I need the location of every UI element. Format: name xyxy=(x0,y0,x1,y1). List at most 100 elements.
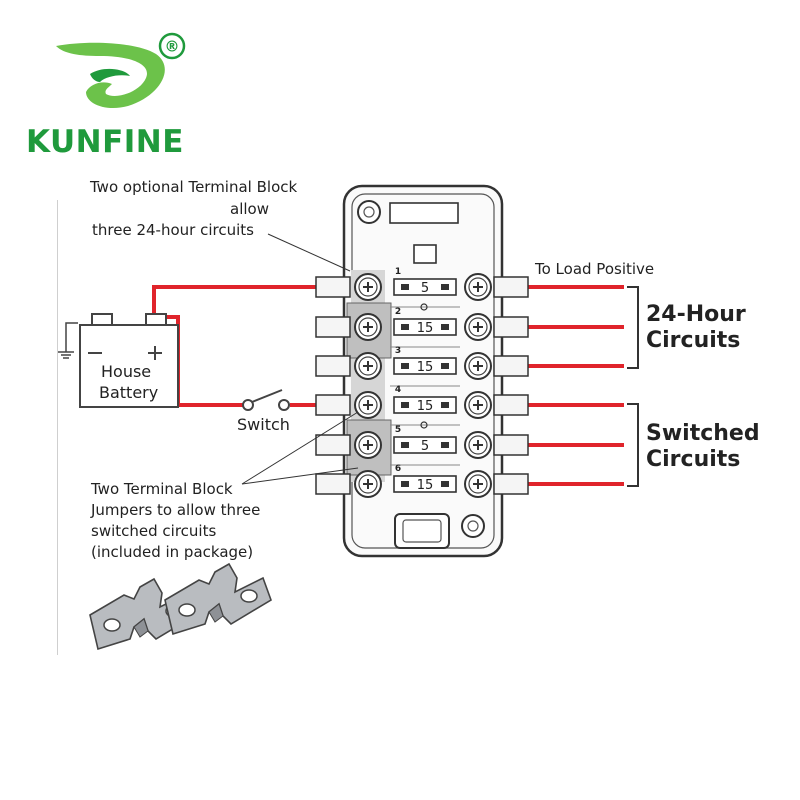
bracket-24h xyxy=(627,286,639,369)
switch-contact-right xyxy=(278,399,290,411)
battery-label-2: Battery xyxy=(99,383,159,402)
circuit-number: 3 xyxy=(395,346,401,356)
group-24h-label-1: 24-Hour xyxy=(646,302,746,327)
fuse-blade-right xyxy=(441,481,449,487)
label-window xyxy=(389,202,459,224)
jumper-clip-2-hole-1 xyxy=(178,603,196,617)
output-screw-ring xyxy=(468,474,488,494)
jumper-clip-2-body xyxy=(164,562,272,636)
registered-mark: ® xyxy=(165,38,180,56)
mount-hole-top xyxy=(357,200,381,224)
cover-latch-inner xyxy=(402,519,442,543)
fuse-rating: 5 xyxy=(421,281,429,296)
input-ring-terminal xyxy=(315,276,351,298)
jumpers-label-1: Two Terminal Block xyxy=(91,480,233,498)
circuit-row-6: 15 6 xyxy=(315,464,529,498)
kunfine-logo-icon: ® xyxy=(56,32,186,109)
circuit-number: 6 xyxy=(395,464,401,474)
output-screw-ring xyxy=(468,277,488,297)
input-ring-terminal xyxy=(315,434,351,456)
battery-body xyxy=(79,324,179,408)
leader-optional-block xyxy=(267,233,351,272)
fuse-blade-left xyxy=(401,481,409,487)
fuse-body xyxy=(393,278,457,296)
fuse-blade-left xyxy=(401,442,409,448)
fuse-rating: 15 xyxy=(417,360,434,375)
jumper-clip-1-bend xyxy=(133,618,149,638)
group-24h-label-2: Circuits xyxy=(646,328,741,353)
leader-jumper-2 xyxy=(241,467,359,485)
optional-block-label-2: allow xyxy=(230,200,269,218)
input-ring-terminal xyxy=(315,394,351,416)
indicator-dot-1 xyxy=(420,303,428,311)
group-switched-label-1: Switched xyxy=(646,421,760,446)
circuit-row-4: 15 4 xyxy=(315,385,529,426)
circuit-number: 4 xyxy=(395,385,401,395)
fuse-blade-left xyxy=(401,324,409,330)
input-screw-ring xyxy=(358,356,378,376)
battery-label-1: House xyxy=(101,362,152,381)
group-switched-label-2: Circuits xyxy=(646,447,741,472)
circuit-number: 2 xyxy=(395,307,401,317)
mount-hole-bottom xyxy=(461,514,485,538)
fuse-body xyxy=(393,396,457,414)
fuse-blade-left xyxy=(401,363,409,369)
divider-line xyxy=(57,200,58,655)
input-screw-ring xyxy=(358,277,378,297)
ground-wire xyxy=(65,322,78,352)
battery-positive-terminal xyxy=(145,313,167,326)
input-ring-terminal xyxy=(315,316,351,338)
input-screw-ring xyxy=(358,395,378,415)
fuse-body xyxy=(393,436,457,454)
output-ring-terminal xyxy=(493,434,529,456)
fuse-blade-right xyxy=(441,442,449,448)
fuse-body xyxy=(393,475,457,493)
mount-hole-bottom-inner xyxy=(467,520,479,532)
jumpers-label-2: Jumpers to allow three xyxy=(91,501,261,519)
input-screw-ring xyxy=(358,317,378,337)
battery-negative-terminal xyxy=(91,313,113,326)
indicator-dot-2 xyxy=(420,421,428,429)
circuit-row-3: 15 3 xyxy=(315,346,529,387)
fuse-blade-right xyxy=(441,284,449,290)
fuse-blade-right xyxy=(441,363,449,369)
switch-contact-left xyxy=(242,399,254,411)
jumpers-label-4: (included in package) xyxy=(91,543,254,561)
fuse-blade-left xyxy=(401,402,409,408)
optional-block-label-3: three 24-hour circuits xyxy=(92,221,254,239)
circuit-number: 1 xyxy=(395,267,401,277)
cover-latch xyxy=(394,513,450,549)
fuse-rating: 15 xyxy=(417,399,434,414)
bracket-switched xyxy=(627,403,639,487)
input-ring-terminal xyxy=(315,355,351,377)
output-ring-terminal xyxy=(493,473,529,495)
fuse-blade-right xyxy=(441,324,449,330)
fuse-body xyxy=(393,318,457,336)
jumpers-label-3: switched circuits xyxy=(91,522,217,540)
circuit-row-5: 55 xyxy=(315,425,529,466)
mount-hole-top-inner xyxy=(363,206,375,218)
jumper-clip-2-bend xyxy=(208,603,224,623)
output-screw-ring xyxy=(468,435,488,455)
led-window xyxy=(413,244,437,264)
input-screw-ring xyxy=(358,474,378,494)
fuse-blade-right xyxy=(441,402,449,408)
fuse-rating: 15 xyxy=(417,478,434,493)
circuit-number: 5 xyxy=(395,425,401,435)
brand-name: KUNFINE xyxy=(26,124,184,160)
output-screw-ring xyxy=(468,356,488,376)
extras xyxy=(58,233,639,651)
wire-battery-positive-to-bus xyxy=(152,285,316,317)
circuit-row-1: 51 xyxy=(315,267,529,308)
output-screw-ring xyxy=(468,317,488,337)
output-ring-terminal xyxy=(493,394,529,416)
jumper-clip-2 xyxy=(164,562,272,636)
output-screw-ring xyxy=(468,395,488,415)
fuse-blade-left xyxy=(401,284,409,290)
fuse-rating: 5 xyxy=(421,439,429,454)
fuse-rating: 15 xyxy=(417,321,434,336)
output-ring-terminal xyxy=(493,276,529,298)
